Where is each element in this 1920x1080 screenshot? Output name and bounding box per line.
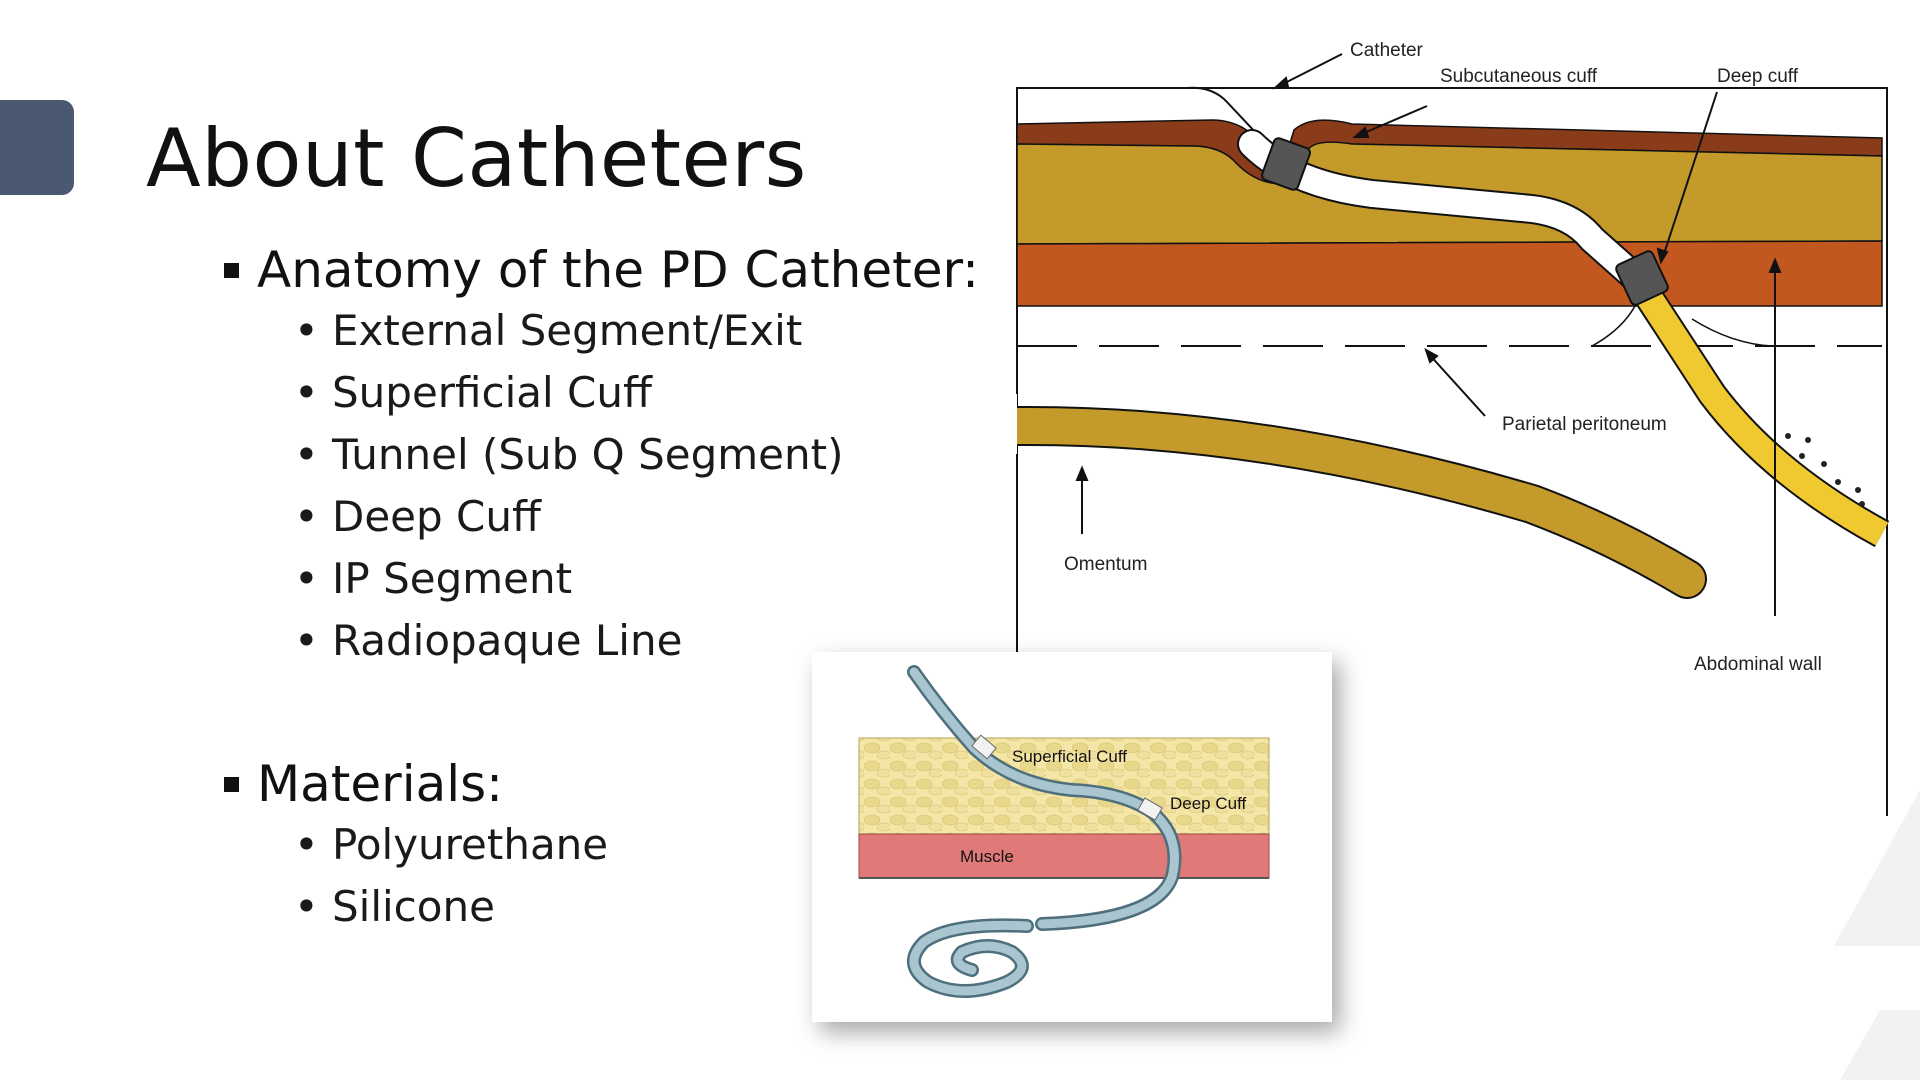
materials-list: Polyurethane Silicone bbox=[224, 814, 608, 938]
title-accent-tab bbox=[0, 100, 74, 195]
list-item: IP Segment bbox=[294, 548, 979, 610]
anatomy-heading-text: Anatomy of the PD Catheter: bbox=[257, 241, 979, 299]
omentum-label: Omentum bbox=[1064, 554, 1147, 575]
list-item: Tunnel (Sub Q Segment) bbox=[294, 424, 979, 486]
catheter-anatomy-diagram: Catheter Subcutaneous cuff Deep cuff Par… bbox=[1012, 34, 1892, 816]
inset-superficial-cuff bbox=[971, 734, 997, 760]
materials-heading-text: Materials: bbox=[257, 755, 504, 813]
list-item: Silicone bbox=[294, 876, 608, 938]
square-bullet-icon bbox=[224, 262, 239, 278]
deep-cuff bbox=[1615, 250, 1669, 306]
inset-deep-cuff-label: Deep Cuff bbox=[1170, 794, 1247, 813]
inset-superficial-cuff-label: Superficial Cuff bbox=[1012, 747, 1127, 766]
parietal-peritoneum-label: Parietal peritoneum bbox=[1502, 414, 1667, 435]
inset-muscle-label: Muscle bbox=[960, 847, 1014, 866]
inset-muscle-layer bbox=[858, 833, 1270, 879]
deep-cuff-label: Deep cuff bbox=[1717, 66, 1799, 87]
abdominal-wall-label: Abdominal wall bbox=[1694, 654, 1822, 675]
decorative-corner-shape bbox=[1834, 790, 1920, 1080]
side-holes bbox=[1785, 433, 1865, 507]
list-item: Deep Cuff bbox=[294, 486, 979, 548]
list-item: Polyurethane bbox=[294, 814, 608, 876]
materials-section: Materials: Polyurethane Silicone bbox=[224, 754, 608, 938]
inset-catheter-image: Superficial Cuff Deep Cuff Muscle bbox=[812, 652, 1332, 1022]
square-bullet-icon bbox=[224, 776, 239, 792]
list-item: External Segment/Exit bbox=[294, 300, 979, 362]
list-item: Radiopaque Line bbox=[294, 610, 979, 672]
catheter-label: Catheter bbox=[1350, 40, 1424, 61]
muscle-layer bbox=[1016, 240, 1883, 307]
subcutaneous-cuff-label: Subcutaneous cuff bbox=[1440, 66, 1598, 87]
anatomy-section: Anatomy of the PD Catheter: External Seg… bbox=[224, 240, 979, 672]
materials-heading: Materials: bbox=[224, 754, 608, 814]
subcutaneous-cuff bbox=[1261, 137, 1311, 191]
diagram-border bbox=[1016, 87, 1888, 816]
anatomy-list: External Segment/Exit Superficial Cuff T… bbox=[224, 300, 979, 672]
slide-title: About Catheters bbox=[146, 112, 807, 205]
anatomy-heading: Anatomy of the PD Catheter: bbox=[224, 240, 979, 300]
list-item: Superficial Cuff bbox=[294, 362, 979, 424]
inset-deep-cuff bbox=[1137, 797, 1163, 821]
